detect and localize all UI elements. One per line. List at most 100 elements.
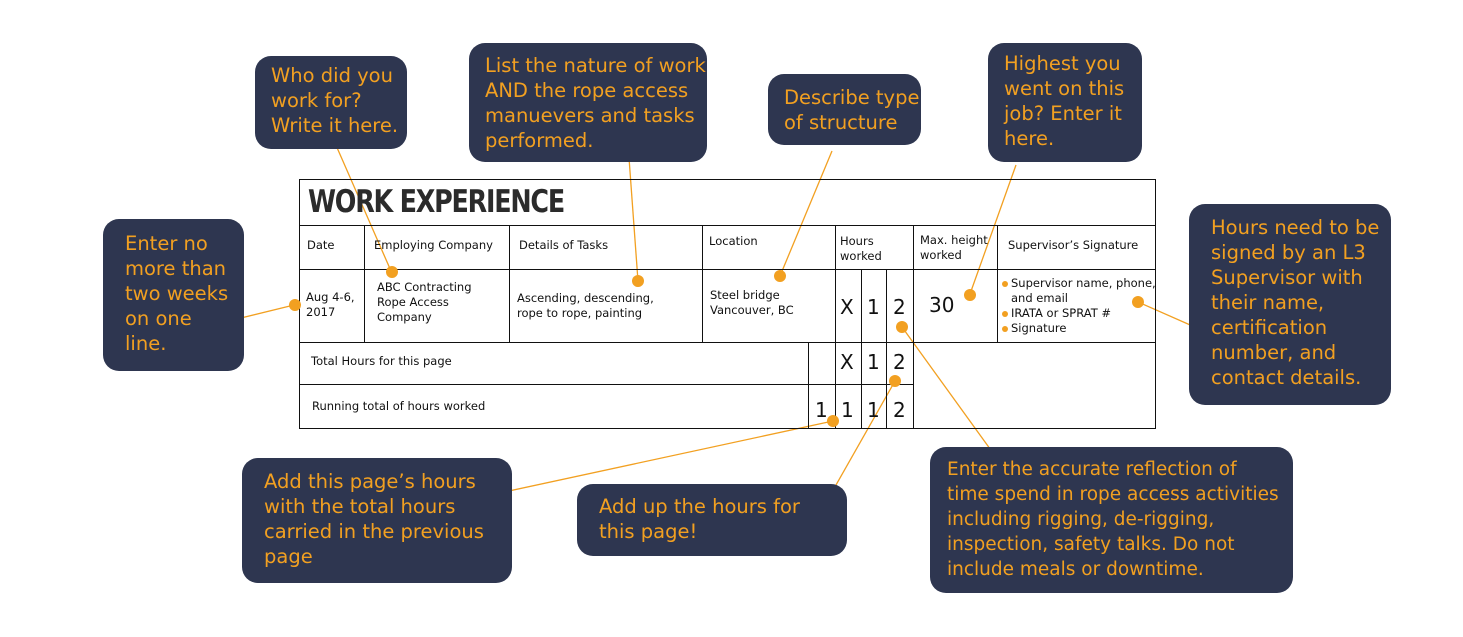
bullet-icon xyxy=(1002,280,1008,287)
callout-line: job? Enter it xyxy=(1004,102,1122,125)
marker-dot xyxy=(774,270,786,282)
total-page-label: Total Hours for this page xyxy=(311,354,452,368)
callout-line: Hours need to be xyxy=(1211,216,1380,239)
callout-line: their name, xyxy=(1211,291,1325,314)
callout-line: Add up the hours for xyxy=(599,495,800,518)
running-total-digit: 1 xyxy=(867,398,880,422)
signature-item: Supervisor name, phone, xyxy=(1011,276,1156,290)
row-signature: Supervisor name, phone, and email IRATA … xyxy=(1002,276,1156,336)
header-signature: Supervisor’s Signature xyxy=(1008,238,1139,252)
header-company: Employing Company xyxy=(374,238,493,252)
col-divider xyxy=(835,225,836,342)
digit-divider xyxy=(861,269,862,429)
callout-line: certification xyxy=(1211,316,1328,339)
callout-line: Supervisor with xyxy=(1211,266,1363,289)
callout-who-worked-for: Who did you work for? Write it here. xyxy=(255,56,407,149)
callout-line: Add this page’s hours xyxy=(264,470,476,493)
header-hours: Hours worked xyxy=(840,234,882,264)
row-tasks-line1: Ascending, descending, xyxy=(517,291,654,305)
callout-line: time spend in rope access activities xyxy=(947,484,1279,505)
callout-line: more than xyxy=(125,257,227,280)
row-tasks: Ascending, descending, rope to rope, pai… xyxy=(517,291,654,321)
header-date: Date xyxy=(307,238,335,252)
row-max-height: 30 xyxy=(929,293,955,317)
row-company-line3: Company xyxy=(377,310,432,324)
callout-line: Highest you xyxy=(1004,52,1121,75)
callout-line: number, and xyxy=(1211,341,1337,364)
callout-line: with the total hours xyxy=(264,495,456,518)
callout-line: work for? xyxy=(271,89,362,112)
col-divider xyxy=(997,225,998,342)
callout-line: Write it here. xyxy=(271,114,399,137)
callout-highest-height: Highest you went on this job? Enter it h… xyxy=(988,43,1142,162)
total-page-digit: 2 xyxy=(893,350,906,374)
row-location: Steel bridge Vancouver, BC xyxy=(710,288,794,318)
rule-title xyxy=(299,225,1156,226)
header-max-height: Max. height worked xyxy=(920,233,988,263)
row-date: Aug 4-6, 2017 xyxy=(306,290,355,320)
callout-accurate-time: Enter the accurate reflection of time sp… xyxy=(930,447,1293,593)
callout-line: this page! xyxy=(599,520,698,543)
callout-line: page xyxy=(264,545,313,568)
row-date-line1: Aug 4-6, xyxy=(306,290,355,304)
digit-divider xyxy=(835,342,836,429)
header-tasks: Details of Tasks xyxy=(519,238,609,252)
callout-line: here. xyxy=(1004,127,1055,150)
signature-item: and email xyxy=(1011,291,1069,305)
callout-line: two weeks xyxy=(125,282,229,305)
running-total-label: Running total of hours worked xyxy=(312,399,486,413)
marker-dot xyxy=(1132,296,1144,308)
callout-line: Enter no xyxy=(125,232,208,255)
header-hours-line2: worked xyxy=(840,249,882,263)
bullet-icon xyxy=(1002,325,1008,332)
row-location-line1: Steel bridge xyxy=(710,288,780,302)
row-company-line1: ABC Contracting xyxy=(377,280,472,294)
callout-line: include meals or downtime. xyxy=(947,559,1204,580)
marker-dot xyxy=(827,415,839,427)
callout-signed-by-l3: Hours need to be signed by an L3 Supervi… xyxy=(1189,204,1391,405)
callout-two-weeks: Enter no more than two weeks on one line… xyxy=(103,219,244,371)
form-title: WORK EXPERIENCE xyxy=(308,184,565,220)
marker-dot xyxy=(632,275,644,287)
bullet-icon xyxy=(1002,310,1008,317)
rule-total xyxy=(299,384,913,385)
callout-line: List the nature of work xyxy=(485,54,706,77)
row-hours-digit: 1 xyxy=(867,295,880,319)
callout-add-up-hours: Add up the hours for this page! xyxy=(577,484,847,556)
header-hours-line1: Hours xyxy=(840,234,874,248)
callout-line: carried in the previous xyxy=(264,520,484,543)
col-divider xyxy=(364,225,365,342)
rule-row xyxy=(299,342,1156,343)
marker-dot xyxy=(289,299,301,311)
running-total-digit: 2 xyxy=(893,398,906,422)
signature-item: IRATA or SPRAT # xyxy=(1011,306,1112,320)
callout-line: performed. xyxy=(485,129,594,152)
col-divider xyxy=(509,225,510,342)
marker-dot xyxy=(889,375,901,387)
callout-line: Enter the accurate reflection of xyxy=(947,459,1237,480)
callout-line: of structure xyxy=(784,111,898,134)
callout-line: line. xyxy=(125,332,167,355)
callout-line: Describe type xyxy=(784,86,920,109)
callout-nature-of-work: List the nature of work AND the rope acc… xyxy=(469,43,707,162)
row-company: ABC Contracting Rope Access Company xyxy=(377,280,472,325)
row-company-line2: Rope Access xyxy=(377,295,449,309)
marker-dot xyxy=(964,289,976,301)
row-tasks-line2: rope to rope, painting xyxy=(517,306,643,320)
digit-divider xyxy=(808,342,809,429)
header-max-height-line1: Max. height xyxy=(920,233,988,247)
row-hours-digit: X xyxy=(840,295,854,319)
running-total-digit: 1 xyxy=(841,398,854,422)
callout-line: AND the rope access xyxy=(485,79,689,102)
total-page-digit: X xyxy=(840,350,854,374)
header-max-height-line2: worked xyxy=(920,248,962,262)
row-location-line2: Vancouver, BC xyxy=(710,303,794,317)
callout-line: inspection, safety talks. Do not xyxy=(947,534,1235,555)
running-total-digit: 1 xyxy=(815,398,828,422)
callout-structure-type: Describe type of structure xyxy=(768,74,921,145)
digit-divider xyxy=(886,269,887,429)
callout-line: signed by an L3 xyxy=(1211,241,1366,264)
total-page-digit: 1 xyxy=(867,350,880,374)
rule-header xyxy=(299,269,1156,270)
col-divider xyxy=(702,225,703,342)
